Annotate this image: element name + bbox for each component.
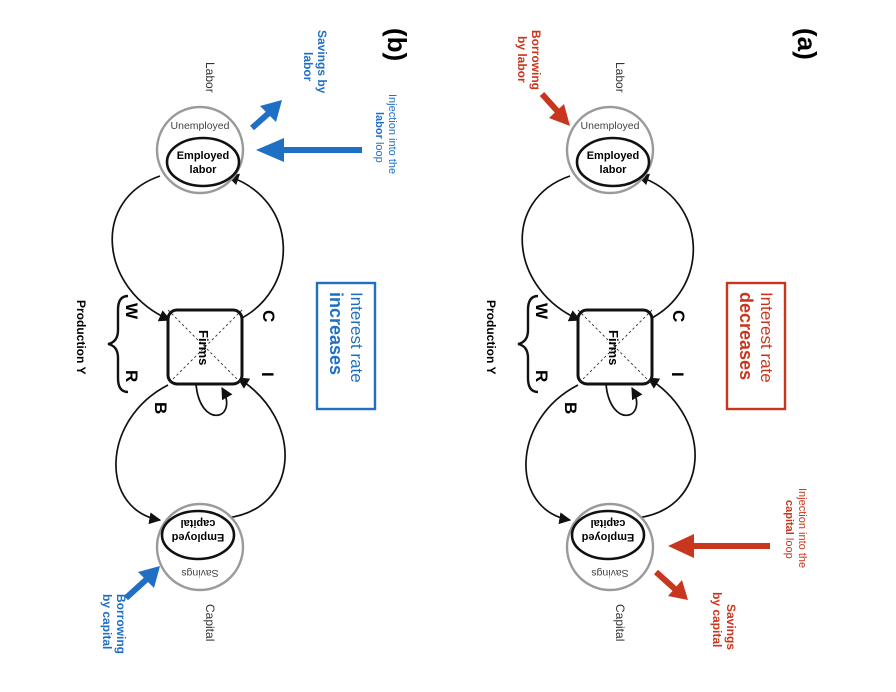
interest-rate-box [315, 281, 377, 411]
panel-b: (b) Labor Unemployed Employed labor Savi… [74, 28, 412, 654]
firms-diagonal-2 [577, 309, 653, 385]
employed-labor-line1: Employed [587, 150, 640, 162]
employed-labor-node [165, 136, 241, 188]
firms-label: Firms [196, 330, 211, 365]
bottom-arrow-line2: by capital [710, 592, 724, 647]
borrowing-by-labor-arrowhead [549, 104, 570, 126]
bank-label: B [561, 402, 580, 414]
employed-labor-line1: Employed [177, 150, 230, 162]
injection-bold: capital [783, 500, 795, 535]
investment-label: I [258, 372, 277, 377]
capital-label: Capital [203, 604, 217, 641]
right-upper-loop [636, 173, 695, 321]
injection-bold: labor [373, 112, 385, 140]
capital-injection-arrowhead [668, 534, 694, 558]
firms-label: Firms [606, 330, 621, 365]
production-label: Production Y [484, 300, 498, 374]
savings-by-capital-arrowhead [668, 580, 688, 600]
right-upper-loop [226, 173, 285, 321]
savings-by-capital-arrow [653, 569, 679, 593]
borrowing-by-capital-arrow [123, 575, 151, 601]
employed-capital-line2: capital [181, 517, 216, 529]
injection-rest: loop [783, 535, 795, 559]
injection-rest: loop [373, 139, 385, 163]
wages-label: W [532, 303, 551, 320]
labor-injection-arrowhead [256, 138, 284, 162]
top-arrow-line2: labor [301, 52, 315, 82]
unemployed-label: Unemployed [581, 120, 640, 132]
bank-self-loop [195, 383, 233, 417]
left-lower-loop [115, 384, 169, 525]
employed-labor-line2: labor [600, 164, 628, 176]
employed-capital-node [570, 509, 646, 561]
employed-capital-line2: capital [591, 517, 626, 529]
left-upper-loop [521, 175, 582, 322]
interest-rate-line1: Interest rate [757, 292, 776, 383]
labor-label: Labor [203, 62, 217, 93]
rent-label: R [122, 370, 141, 382]
panel-a-label: (a) [792, 28, 822, 60]
employed-capital-line1: Employed [172, 531, 225, 543]
savings-ring-label: Savings [591, 567, 628, 579]
bottom-arrow-line2: by capital [100, 594, 114, 649]
production-label: Production Y [74, 300, 88, 374]
top-arrow-line2: by labor [515, 36, 529, 83]
interest-rate-line2: decreases [736, 292, 756, 380]
employed-capital-line1: Employed [582, 531, 635, 543]
interest-rate-line1: Interest rate [347, 292, 366, 383]
savings-by-labor-arrow [250, 109, 272, 131]
production-brace [517, 294, 539, 394]
investment-label: I [668, 372, 687, 377]
top-arrow-line1: Savings by [315, 30, 329, 94]
production-brace [107, 294, 129, 394]
left-lower-loop [525, 384, 579, 525]
labor-label: Labor [613, 62, 627, 93]
firms-diagonal-2 [167, 309, 243, 385]
savings-ring-label: Savings [181, 567, 218, 579]
wages-label: W [122, 303, 141, 320]
employed-labor-line2: labor [190, 164, 218, 176]
savings-by-labor-arrowhead [260, 100, 282, 122]
rent-label: R [532, 370, 551, 382]
injection-line1: Injection into the [386, 94, 398, 174]
employed-capital-node [160, 509, 236, 561]
interest-rate-line2: increases [326, 292, 346, 375]
bottom-arrow-line1: Borrowing [114, 594, 128, 654]
bank-label: B [151, 402, 170, 414]
capital-label: Capital [613, 604, 627, 641]
panel-a: (a) Labor Unemployed Employed labor Savi… [484, 28, 822, 650]
injection-line2: labor loop [373, 112, 385, 163]
consumption-label: C [259, 310, 278, 322]
employed-labor-node [575, 136, 651, 188]
interest-rate-box [725, 281, 787, 411]
right-lower-loop [635, 377, 696, 519]
right-lower-loop [225, 377, 286, 519]
bottom-arrow-line1: Savings [724, 604, 738, 650]
bank-self-loop [605, 383, 643, 417]
injection-line2: capital loop [783, 500, 795, 559]
unemployed-label: Unemployed [171, 120, 230, 132]
borrowing-by-capital-arrowhead [138, 566, 160, 588]
consumption-label: C [669, 310, 688, 322]
injection-line1: Injection into the [796, 488, 808, 568]
left-upper-loop [111, 175, 172, 322]
top-arrow-line1: Borrowing [529, 30, 543, 90]
panel-b-label: (b) [382, 28, 412, 61]
